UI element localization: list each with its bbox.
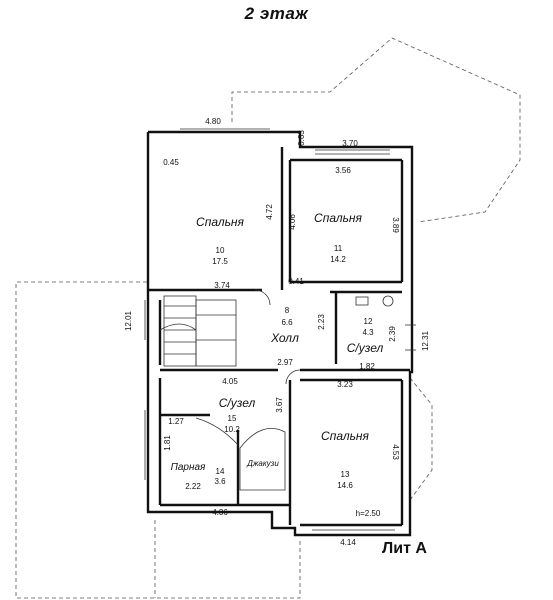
room-12-name: С/узел xyxy=(347,341,384,355)
room-14-area: 3.6 xyxy=(214,477,226,486)
dim-hall-height: 2.23 xyxy=(317,314,326,330)
walls xyxy=(146,130,414,537)
dim-3-67: 3.67 xyxy=(275,397,284,413)
dimension-labels: 4.80 0.63 3.70 0.45 3.56 4.72 4.06 3.89 … xyxy=(124,117,430,547)
dim-0-41: 0.41 xyxy=(288,277,304,286)
jacuzzi-label: Джакузи xyxy=(246,459,279,468)
room-13-number: 13 xyxy=(341,470,350,479)
dim-right-height: 12.31 xyxy=(421,330,430,351)
dashed-outlines xyxy=(15,37,521,599)
room-10-area: 17.5 xyxy=(212,257,228,266)
dim-wc12-width: 1.82 xyxy=(359,362,375,371)
room-15-area: 10.2 xyxy=(224,425,240,434)
room-11-number: 11 xyxy=(334,244,343,253)
room-11-name: Спальня xyxy=(314,211,362,225)
room-8-number: 8 xyxy=(285,306,290,315)
dim-bed13-width: 3.23 xyxy=(337,380,353,389)
dim-bed11-width: 3.56 xyxy=(335,166,351,175)
dim-0-63: 0.63 xyxy=(297,130,306,146)
room-12-area: 4.3 xyxy=(362,328,374,337)
dim-0-45: 0.45 xyxy=(163,158,179,167)
dim-wc15-left: 1.27 xyxy=(168,417,184,426)
dim-sauna-width: 2.22 xyxy=(185,482,201,491)
lit-label: Лит А xyxy=(382,540,427,557)
room-10-number: 10 xyxy=(216,246,225,255)
room-labels: Спальня 10 17.5 Спальня 11 14.2 8 6.6 Хо… xyxy=(171,211,384,490)
room-12-number: 12 xyxy=(364,317,373,326)
dim-wc15-width: 4.05 xyxy=(222,377,238,386)
room-10-name: Спальня xyxy=(196,215,244,229)
dim-bed11-height: 3.89 xyxy=(391,217,400,233)
dim-bed13-height: 4.53 xyxy=(391,444,400,460)
dim-bottom-left: 4.36 xyxy=(212,508,228,517)
room-14-name: Парная xyxy=(171,462,206,473)
room-8-name: Холл xyxy=(270,331,299,345)
dim-total-height: 12.01 xyxy=(124,310,133,331)
room-15-name: С/узел xyxy=(219,396,256,410)
dim-top-left-width: 4.80 xyxy=(205,117,221,126)
dim-wc12-height: 2.39 xyxy=(388,326,397,342)
dim-bed11-left: 4.06 xyxy=(288,214,297,230)
room-11-area: 14.2 xyxy=(330,255,346,264)
room-14-number: 14 xyxy=(216,467,225,476)
room-13-area: 14.6 xyxy=(337,481,353,490)
details xyxy=(144,128,416,531)
floor-title: 2 этаж xyxy=(244,4,309,23)
dim-top-right-width: 3.70 xyxy=(342,139,358,148)
dim-bed10-height: 4.72 xyxy=(265,204,274,220)
dim-bed10-bottom: 3.74 xyxy=(214,281,230,290)
room-8-area: 6.6 xyxy=(281,318,293,327)
ceiling-height: h=2.50 xyxy=(356,509,381,518)
dim-bottom-right: 4.14 xyxy=(340,538,356,547)
dim-sauna-height: 1.81 xyxy=(163,435,172,451)
room-13-name: Спальня xyxy=(321,429,369,443)
dim-hall-width: 2.97 xyxy=(277,358,293,367)
room-15-number: 15 xyxy=(228,414,237,423)
